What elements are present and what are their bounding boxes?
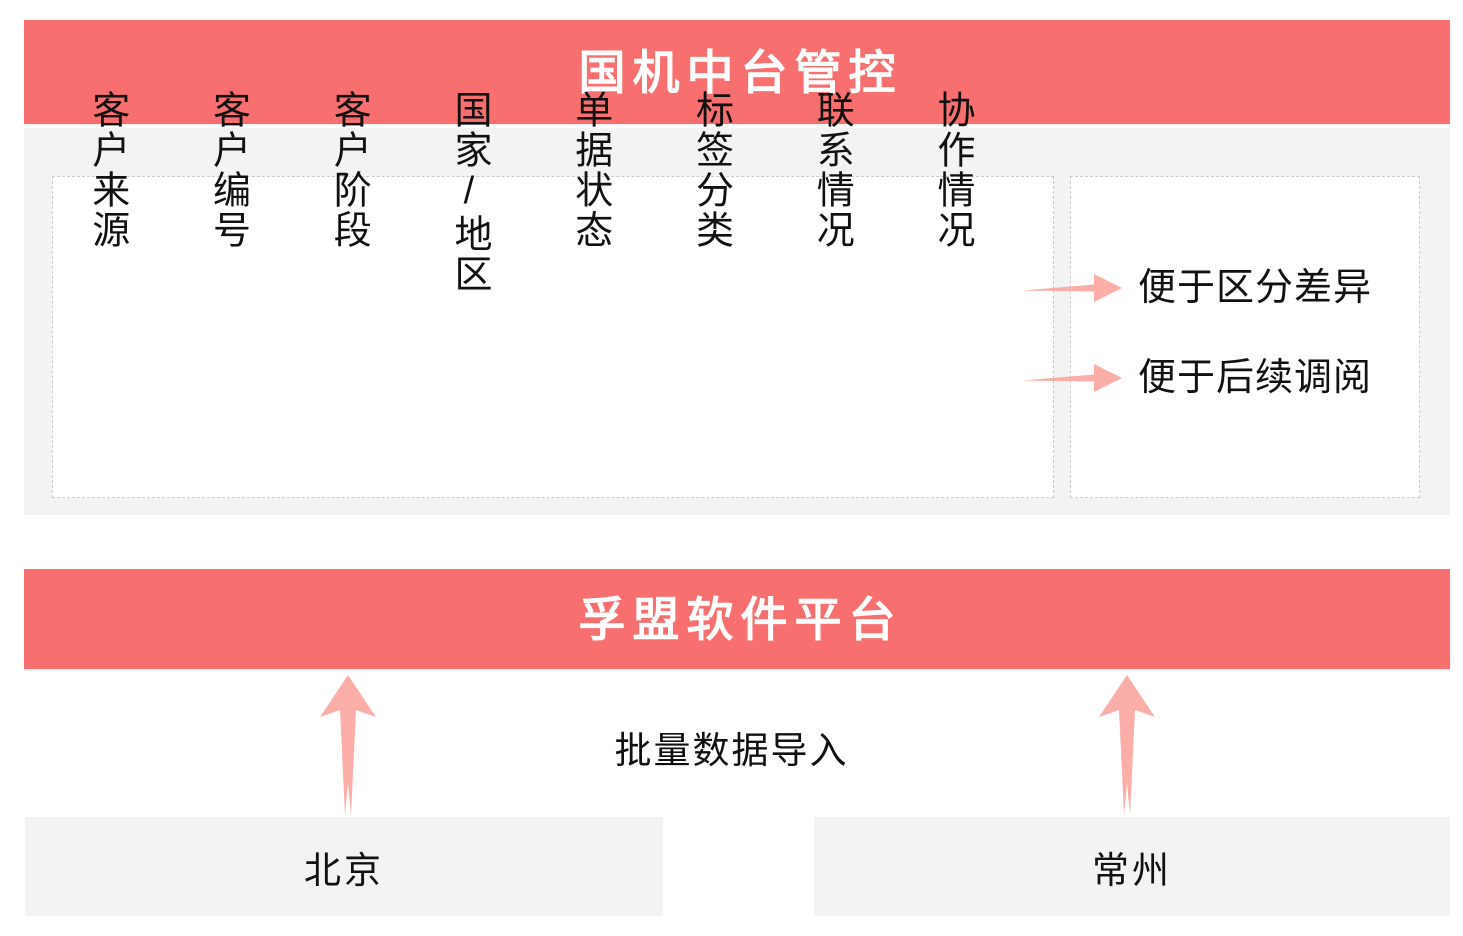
attribute-label-row: 客户来源 客户编号 客户阶段 国家/地区 单据状态 标签分类 联系情况 协作情况 — [28, 48, 1030, 370]
attribute-dashed-box — [52, 176, 1054, 498]
arrow-up-icon — [320, 675, 376, 815]
source-label: 北京 — [304, 849, 384, 891]
attribute-label-tag-category: 标签分类 — [689, 90, 732, 250]
banner-fumeng-platform: 孚盟软件平台 — [24, 569, 1450, 669]
attribute-label-collaboration-status: 协作情况 — [930, 90, 973, 250]
attribute-label-country-region: 国家/地区 — [447, 90, 490, 294]
benefit-row: 便于区分差异 — [1022, 266, 1372, 310]
arrow-right-icon — [1022, 364, 1122, 392]
source-box-beijing: 北京 — [25, 817, 663, 916]
benefit-label-distinguish: 便于区分差异 — [1138, 267, 1373, 309]
banner-guoji-zhongtai: 国机中台管控 — [24, 20, 1450, 124]
attribute-label-document-status: 单据状态 — [568, 90, 611, 250]
benefit-dashed-box — [1070, 176, 1420, 498]
banner-bottom-title: 孚盟软件平台 — [578, 592, 903, 646]
source-label: 常州 — [1092, 849, 1172, 891]
banner-top-title: 国机中台管控 — [578, 45, 903, 99]
benefit-label-retrieval: 便于后续调阅 — [1138, 357, 1373, 399]
attribute-label-customer-stage: 客户阶段 — [327, 90, 370, 250]
attribute-label-customer-number: 客户编号 — [206, 90, 249, 250]
arrow-right-icon — [1022, 274, 1122, 302]
attribute-label-customer-source: 客户来源 — [85, 90, 128, 250]
import-caption: 批量数据导入 — [614, 730, 849, 771]
benefit-row: 便于后续调阅 — [1022, 356, 1372, 400]
attribute-panel — [24, 128, 1450, 515]
source-box-changzhou: 常州 — [814, 817, 1450, 916]
arrow-up-icon — [1099, 675, 1155, 815]
attribute-label-contact-status: 联系情况 — [810, 90, 853, 250]
